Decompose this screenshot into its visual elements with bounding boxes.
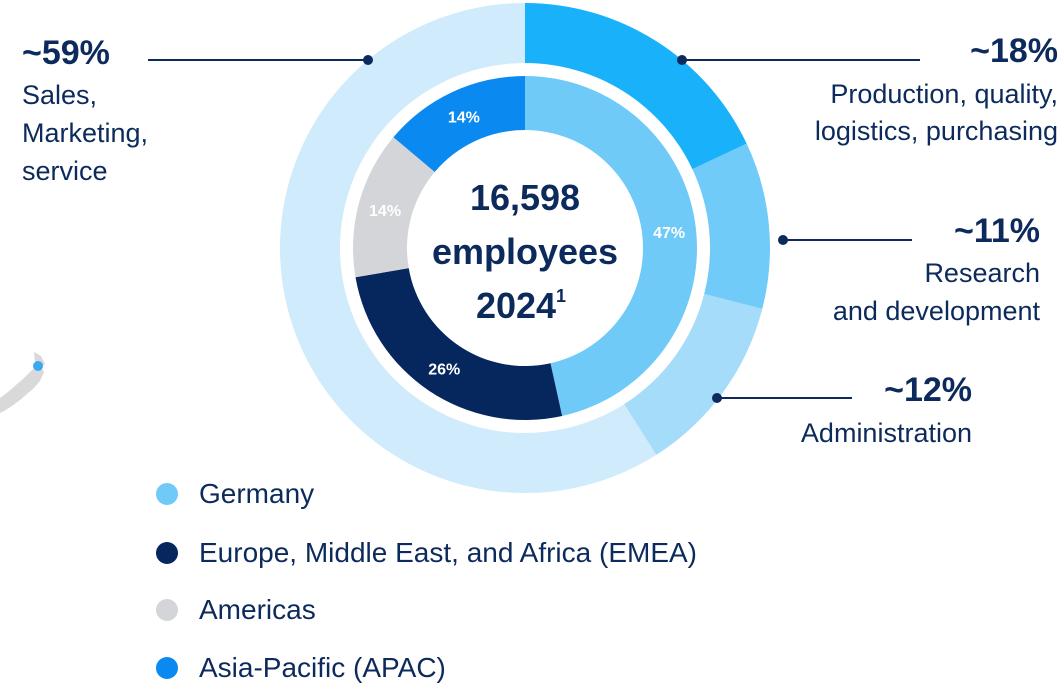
callout-label-1-1: and development: [833, 296, 1041, 326]
inner-slice-0: [525, 76, 698, 416]
legend-dot-icon: [156, 542, 178, 564]
inner-slice-3: [393, 76, 525, 172]
map-marker-dot: [33, 361, 43, 371]
map-fragment-icon: [0, 352, 45, 413]
callout-leaders: [148, 55, 920, 403]
legend-dot-icon: [156, 483, 178, 505]
callout-value-0: ~18%: [970, 32, 1058, 70]
inner-slice-label-3: 14%: [448, 110, 480, 127]
leader-dot-1: [778, 235, 788, 245]
leader-dot-2: [712, 393, 722, 403]
leader-dot-3: [363, 55, 373, 65]
callout-label-3-0: Sales,: [22, 80, 97, 110]
callout-labels: ~18% Production, quality, logistics, purch…: [22, 32, 1058, 448]
legend-label: Americas: [199, 594, 316, 625]
inner-slice-label-1: 26%: [428, 361, 460, 378]
inner-ring-labels: 47% 26% 14% 14%: [369, 110, 685, 379]
callout-value-3: ~59%: [22, 34, 110, 72]
outer-slice-1: [692, 143, 770, 309]
legend-label: Europe, Middle East, and Africa (EMEA): [199, 537, 697, 568]
callout-label-0-0: Production, quality,: [830, 79, 1058, 109]
callout-value-1: ~11%: [954, 212, 1040, 250]
callout-value-2: ~12%: [884, 371, 972, 409]
center-total: 16,598: [470, 177, 580, 218]
center-text: 16,598 employees 20241: [432, 177, 618, 326]
inner-slice-label-2: 14%: [369, 203, 401, 220]
callout-label-3-1: Marketing,: [22, 118, 148, 148]
legend-item-apac: Asia-Pacific (APAC): [156, 648, 446, 688]
callout-label-0-1: logistics, purchasing: [815, 116, 1058, 146]
legend-dot-icon: [156, 657, 178, 679]
legend-item-germany: Germany: [156, 474, 314, 514]
map-island-shape: [0, 366, 44, 413]
callout-label-2-0: Administration: [801, 418, 972, 448]
legend-label: Asia-Pacific (APAC): [199, 652, 446, 683]
inner-slice-label-0: 47%: [653, 225, 685, 242]
callout-label-1-0: Research: [924, 258, 1040, 288]
inner-slice-1: [355, 268, 563, 420]
callout-label-3-2: service: [22, 156, 108, 186]
center-year-value: 2024: [476, 285, 556, 326]
center-footnote-mark: 1: [556, 286, 566, 306]
outer-slice-0: [525, 3, 747, 170]
center-year: 20241: [476, 285, 566, 326]
inner-slice-2: [353, 137, 435, 278]
legend-item-emea: Europe, Middle East, and Africa (EMEA): [156, 533, 697, 573]
leader-dot-0: [677, 55, 687, 65]
legend-dot-icon: [156, 599, 178, 621]
outer-ring: [279, 3, 770, 494]
outer-slice-2: [624, 294, 763, 455]
outer-slice-3: [279, 3, 657, 494]
legend-item-americas: Americas: [156, 590, 316, 630]
legend-label: Germany: [199, 478, 315, 509]
center-unit: employees: [432, 231, 618, 272]
inner-ring: [353, 76, 698, 420]
